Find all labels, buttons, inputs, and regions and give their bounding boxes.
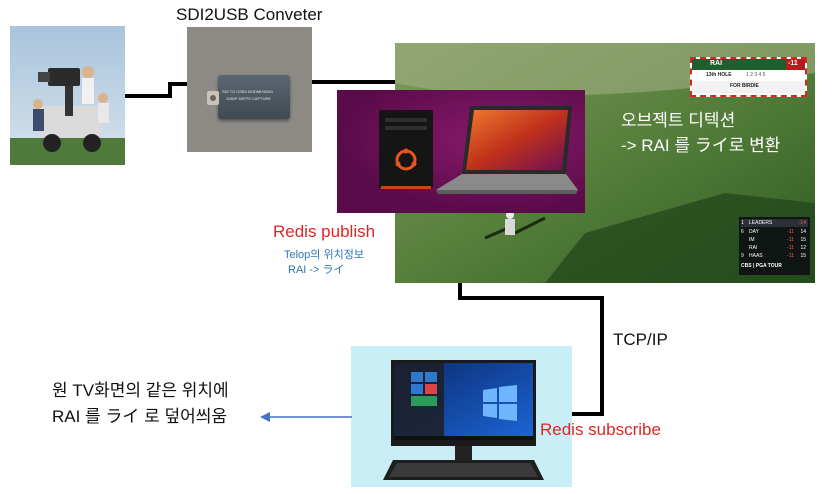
output-line-2: RAI 를 ライ 로 덮어씌움 [52,407,228,426]
publish-note-line-1: Telop의 위치정보 [284,249,364,261]
leader-thru: 15 [800,237,806,243]
score-bug-footer [692,81,805,93]
leaderboard-header: 1 LEADERS -14 [741,219,808,227]
leader-name: HAAS [749,253,763,259]
score-bug-hole: 13th HOLE [706,72,732,78]
subscriber-computer-panel [351,346,572,487]
leader-name: LEADERS [749,220,773,226]
leader-score: -14 [798,220,806,226]
bnc-connector-icon [207,91,219,105]
converter-device: SDI TO USB3.0/HDMI/HDMI 1080P 60FPS CAPT… [218,75,290,119]
camera-photo [10,26,125,165]
usb-converter-photo: SDI TO USB3.0/HDMI/HDMI 1080P 60FPS CAPT… [187,27,312,152]
wire-converter-to-pc-1 [312,80,404,84]
converter-title: SDI2USB Conveter [176,5,323,24]
detection-line-1: 오브젝트 디텍션 [621,111,736,130]
leader-score: -11 [787,229,794,235]
arrow-left-icon [260,412,352,422]
leader-thru: 14 [800,229,806,235]
leader-rank: 9 [741,253,744,259]
redis-publish-label: Redis publish [273,222,376,241]
leader-rank: 1 [741,220,744,226]
network-logo: CBS | PGA TOUR [741,263,782,269]
leader-row: IM -11 15 [741,236,808,244]
leader-name: DAY [749,229,759,235]
leaderboard: 1 LEADERS -14 6 DAY -11 14 IM -11 15 RAI… [739,217,810,275]
score-bug: RAI -11 13th HOLE 1 2 3 4 5 FOR BIRDIE [690,57,807,97]
wire-camera-to-converter-2 [168,82,172,98]
windows-monitor-icon [391,360,536,460]
converter-device-text-2: 1080P 60FPS CAPTURE [226,96,272,101]
leader-score: -11 [787,245,794,251]
leader-score: -11 [787,237,794,243]
leader-thru: 15 [800,253,806,259]
video-camera-photo [10,26,125,165]
wire-tcp-2 [458,296,604,300]
score-bug-holes: 1 2 3 4 5 [746,72,766,78]
laptop-icon [436,106,578,194]
leader-score: -11 [787,253,794,259]
publisher-computer-panel [337,90,585,213]
keyboard-icon [383,460,544,480]
leader-row: 6 DAY -11 14 [741,228,808,236]
score-bug-value-bg [786,59,805,70]
leader-row: RAI -11 12 [741,244,808,252]
score-bug-value: -11 [788,60,798,67]
leader-name: IM [749,237,755,243]
score-bug-header [692,59,805,70]
wire-camera-to-converter-1 [125,94,172,98]
leader-row: 9 HAAS -11 15 [741,252,808,260]
score-bug-event: FOR BIRDIE [730,83,759,89]
ubuntu-tower-icon [379,110,433,189]
tcp-ip-label: TCP/IP [613,330,668,349]
leader-thru: 12 [800,245,806,251]
leader-rank: 6 [741,229,744,235]
leader-name: RAI [749,245,758,251]
output-line-1: 원 TV화면의 같은 위치에 [52,381,229,400]
publish-note-line-2: RAI -> ライ [288,264,345,276]
detection-line-2: -> RAI 를 ライ로 변환 [621,136,781,155]
redis-subscribe-label: Redis subscribe [540,420,661,439]
wire-tcp-4 [572,412,604,416]
converter-device-text-1: SDI TO USB3.0/HDMI/HDMI [222,89,273,94]
score-bug-player: RAI [710,60,723,67]
wire-tcp-3 [600,296,604,416]
